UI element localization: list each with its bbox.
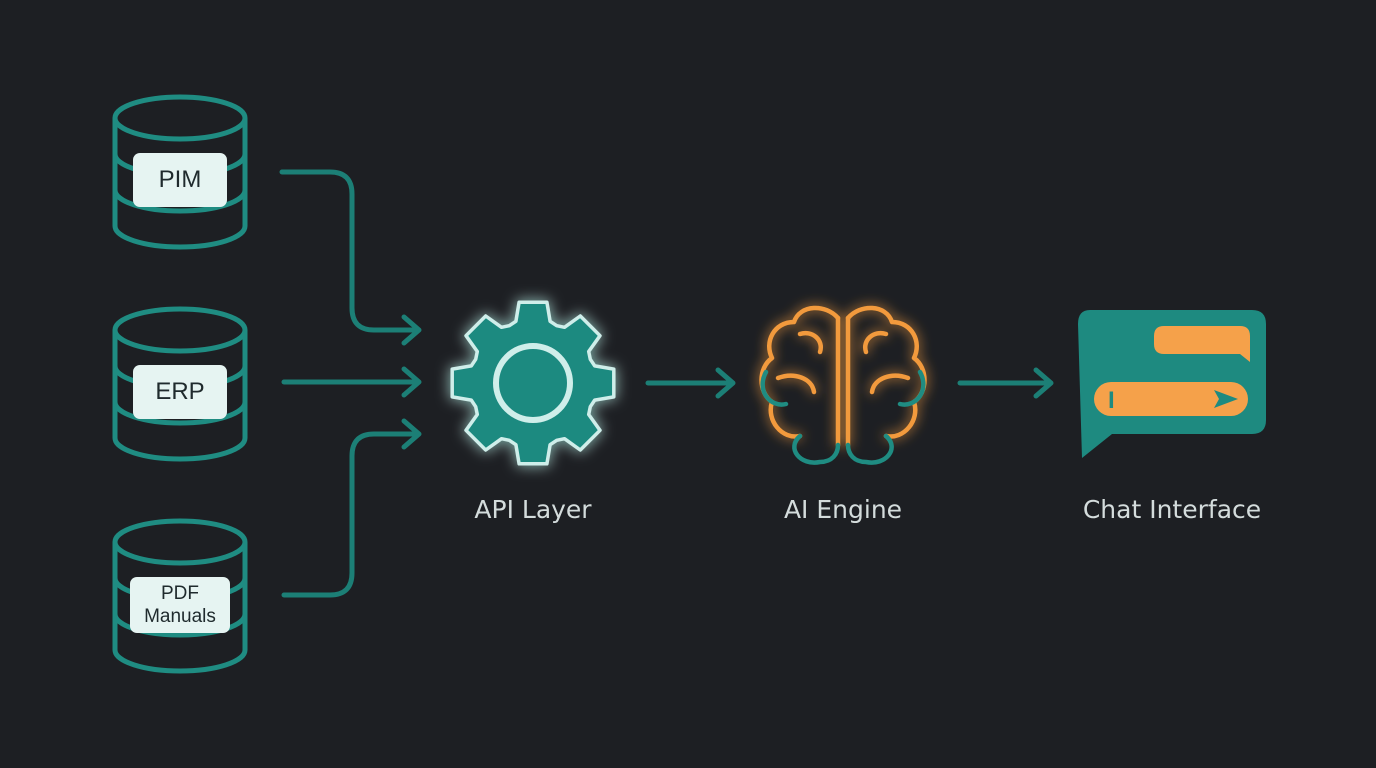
connector-erp-to-api xyxy=(281,366,422,398)
message-bubble xyxy=(1154,326,1250,362)
chat-interface-caption: Chat Interface xyxy=(1082,495,1262,524)
gear-icon xyxy=(450,300,616,466)
connector-pdf-to-api xyxy=(281,418,422,598)
api-layer-caption: API Layer xyxy=(474,495,592,524)
chat-window-icon xyxy=(1078,310,1266,458)
connector-ai-to-chat xyxy=(957,367,1054,399)
chat-input-bar xyxy=(1094,382,1248,416)
erp-label-text: ERP xyxy=(155,378,205,405)
pdf-label-line2: Manuals xyxy=(144,606,216,627)
brain-icon xyxy=(759,305,927,465)
connector-pim-to-api xyxy=(279,169,422,346)
text-cursor: I xyxy=(1108,387,1115,414)
ai-engine-caption: AI Engine xyxy=(783,495,903,524)
pim-label: PIM xyxy=(133,153,227,207)
erp-label: ERP xyxy=(133,365,227,419)
database-icon xyxy=(112,94,248,250)
connector-api-to-ai xyxy=(645,367,736,399)
pim-label-text: PIM xyxy=(158,166,202,193)
pdf-label-line1: PDF xyxy=(161,583,199,604)
send-icon xyxy=(1214,390,1238,408)
pdf-manuals-label: PDF Manuals xyxy=(130,577,230,633)
